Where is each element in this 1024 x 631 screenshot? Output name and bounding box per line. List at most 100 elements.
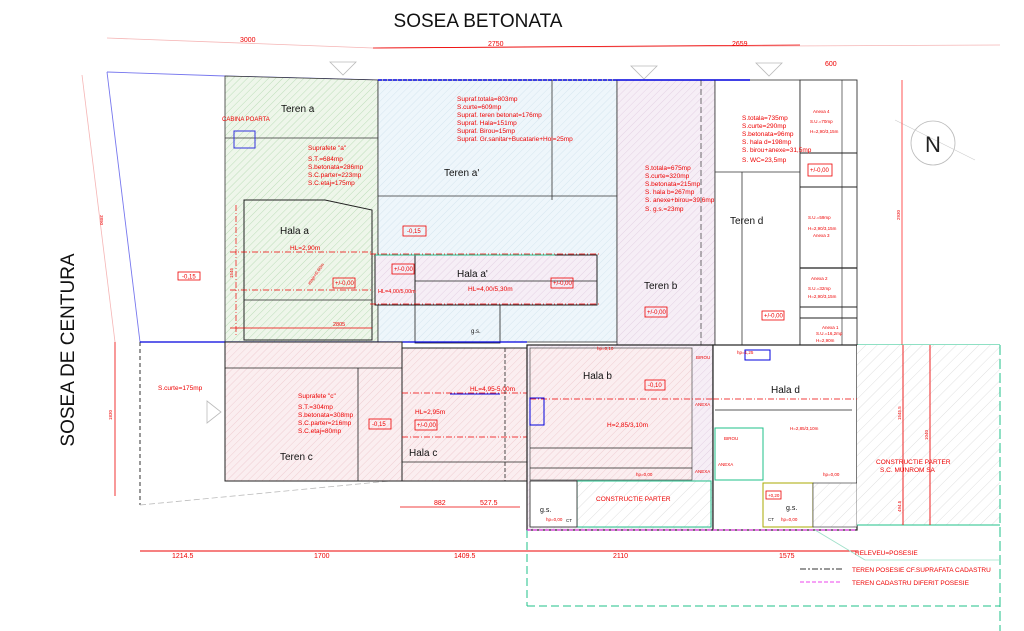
stat-line: S.totala=735mp [742, 115, 788, 122]
stat-line: S.totala=675mp [645, 165, 691, 172]
stat-line: S.C.etaj=175mp [308, 180, 355, 187]
neighbor-munrom: CONSTRUCTIE PARTER S.C. MUNROM SA 1545.5… [526, 345, 1001, 631]
stat-line: S.curte=609mp [457, 104, 502, 111]
stat-line: Supraf.totala=803mp [457, 96, 518, 103]
annex-1-su: S.U.=16,2mp [816, 331, 843, 336]
neighbor-line-2: S.C. MUNROM SA [880, 467, 936, 474]
hala-b-level: -0,10 [648, 383, 662, 389]
stat-line: S. anexe+birou=39,6mp [645, 197, 715, 204]
teren-c-stats: Suprafete "c" S.T.=304mp S.betonata=308m… [298, 393, 353, 435]
teren-a-prime: Supraf.totala=803mp S.curte=609mp Supraf… [370, 79, 618, 344]
ct-d: CT [768, 517, 774, 522]
legend-posesie: TEREN POSESIE CF.SUPRAFATA CADASTRU [852, 567, 991, 574]
bottom-dimensions: 1214.5 1700 1409.5 2110 1575 [140, 550, 858, 560]
annex-3-su: S.U.=59mp [808, 215, 831, 220]
stat-line: S.curte=290mp [742, 123, 787, 130]
teren-b-label: Teren b [644, 281, 678, 292]
stat-line: Supraf. Birou=15mp [457, 128, 515, 135]
gs-a-prime: g.s. [471, 329, 481, 335]
hala-c-level: +/-0,00 [417, 423, 437, 429]
teren-d-label: Teren d [730, 216, 763, 227]
dim-right-494: 494.5 [897, 500, 902, 512]
road-label-top: SOSEA BETONATA [394, 11, 563, 32]
stat-line: S.T.=304mp [298, 404, 333, 411]
stat-line: Suprafete "a" [308, 145, 347, 152]
hala-b-hp1: hp=0,10 [597, 346, 614, 351]
hala-d-hp1: hp=1,25 [737, 350, 754, 355]
room-anexa-b1: ANEXA [695, 402, 710, 407]
teren-a-stats: Suprafete "a" S.T.=684mp S.betonata=286m… [308, 145, 363, 187]
hala-a-prime-hl-left: HL=4,00/5,00m [378, 289, 416, 295]
teren-a: 1545 Teren a CABINA POARTA Suprafete "a"… [222, 75, 379, 343]
dim-2805: 2805 [333, 322, 345, 328]
annex-4-name: Anexa 4 [813, 109, 830, 114]
dim-bottom-1700: 1700 [314, 553, 330, 560]
hala-d-h: H=2,85/3,10m [790, 426, 819, 431]
dim-right-1545: 1545.5 [897, 406, 902, 420]
hala-d-label: Hala d [771, 385, 800, 396]
annex-4-h: H=2,90/3,15m [810, 129, 839, 134]
room-anexa-b2: ANEXA [695, 469, 710, 474]
stat-line: Supraf. Hala=151mp [457, 120, 517, 127]
annex-1-name: Anexa 1 [822, 325, 839, 330]
annex-2-name: Anexa 2 [811, 276, 828, 281]
stat-line: Supraf. teren betonat=176mp [457, 112, 542, 119]
hala-c-hl2: HL=4,95-5,00m [470, 386, 515, 393]
north-label: N [925, 132, 941, 157]
north-arrow-icon: N [894, 119, 976, 166]
hala-b-hp2: hp=0,00 [636, 472, 653, 477]
hala-a-prime-level-2: +/-0,00 [553, 281, 573, 287]
dim-top-600: 600 [825, 61, 837, 68]
stat-line: S.T.=684mp [308, 156, 343, 163]
teren-a-prime-label: Teren a' [444, 168, 479, 179]
teren-b: S.totala=675mp S.curte=320mp S.betonata=… [616, 79, 716, 346]
hala-a-hl: HL=2,90m [290, 245, 320, 252]
dim-882: 882 [434, 500, 446, 507]
stat-line: S.betonata=96mp [742, 131, 794, 138]
hala-d: Hala d H=2,85/3,10m hp=1,25 hp=0,00 hp=0… [712, 344, 858, 531]
stat-line: Suprafete "c" [298, 393, 337, 400]
hala-c: HL=4,95-5,00m HL=2,95m +/-0,00 Hala c [401, 347, 528, 482]
teren-d: Teren d +/-0,00 +/-0,00 Anexa 4 S.U.=70m… [714, 79, 903, 346]
teren-c: Suprafete "c" S.T.=304mp S.betonata=308m… [224, 341, 403, 482]
room-birou-d: BIROU [724, 436, 738, 441]
access-triangle-icon [329, 61, 357, 76]
curte-c: S.curte=175mp [158, 385, 203, 392]
room-anexa-d: ANEXA [718, 462, 733, 467]
hala-d-hp2: hp=0,00 [823, 472, 840, 477]
cabina-poarta-label: CABINA POARTA [222, 117, 270, 123]
dim-left-1830: 1830 [108, 409, 113, 420]
constructie-parter-b: CONSTRUCTIE PARTER [596, 496, 671, 503]
annex-2-su: S.U.=32mp [808, 286, 831, 291]
hala-a-prime-hl: HL=4,00/5,30m [468, 286, 513, 293]
room-birou-b: BIROU [696, 355, 710, 360]
legend-releveu: RELEVEU=POSESIE [855, 550, 918, 557]
dim-left-3890: 3890 [99, 215, 104, 226]
stat-line: S.betonata=215mp [645, 181, 700, 188]
teren-d-stats: S.totala=735mp S.curte=290mp S.betonata=… [742, 115, 812, 164]
stat-line: S.betonata=308mp [298, 412, 353, 419]
teren-c-label: Teren c [280, 452, 313, 463]
dim-top-2659: 2659 [732, 41, 748, 48]
gs-b-hp: hp=0,00 [546, 517, 563, 522]
stat-line: S. WC=23,5mp [742, 157, 787, 164]
dim-bottom-1214: 1214.5 [172, 553, 194, 560]
stat-line: S.C.etaj=80mp [298, 428, 342, 435]
access-triangle-icon [206, 400, 222, 424]
annex-3-name: Anexa 3 [813, 233, 830, 238]
teren-a-prime-stats: Supraf.totala=803mp S.curte=609mp Supraf… [457, 96, 573, 143]
wc-d-level: +0,20 [768, 493, 780, 498]
hala-a-level: +/-0,00 [335, 281, 355, 287]
access-triangle-icon [755, 62, 783, 77]
teren-a-prime-level: -0,15 [407, 229, 421, 235]
dim-right-2930: 2930 [896, 209, 901, 220]
teren-b-stats: S.totala=675mp S.curte=320mp S.betonata=… [645, 165, 715, 213]
ct-b: CT [566, 518, 572, 523]
teren-b-level: +/-0,00 [647, 310, 667, 316]
teren-c-level: -0,15 [372, 422, 386, 428]
stat-line: S. birou+anexe=31,5mp [742, 147, 812, 154]
stat-line: S.C.parter=223mp [308, 172, 362, 179]
hala-b: Hala b -0,10 H=2,85/3,10m hp=0,10 hp=0,0… [526, 344, 714, 531]
dim-right-1040: 1040 [924, 429, 929, 440]
